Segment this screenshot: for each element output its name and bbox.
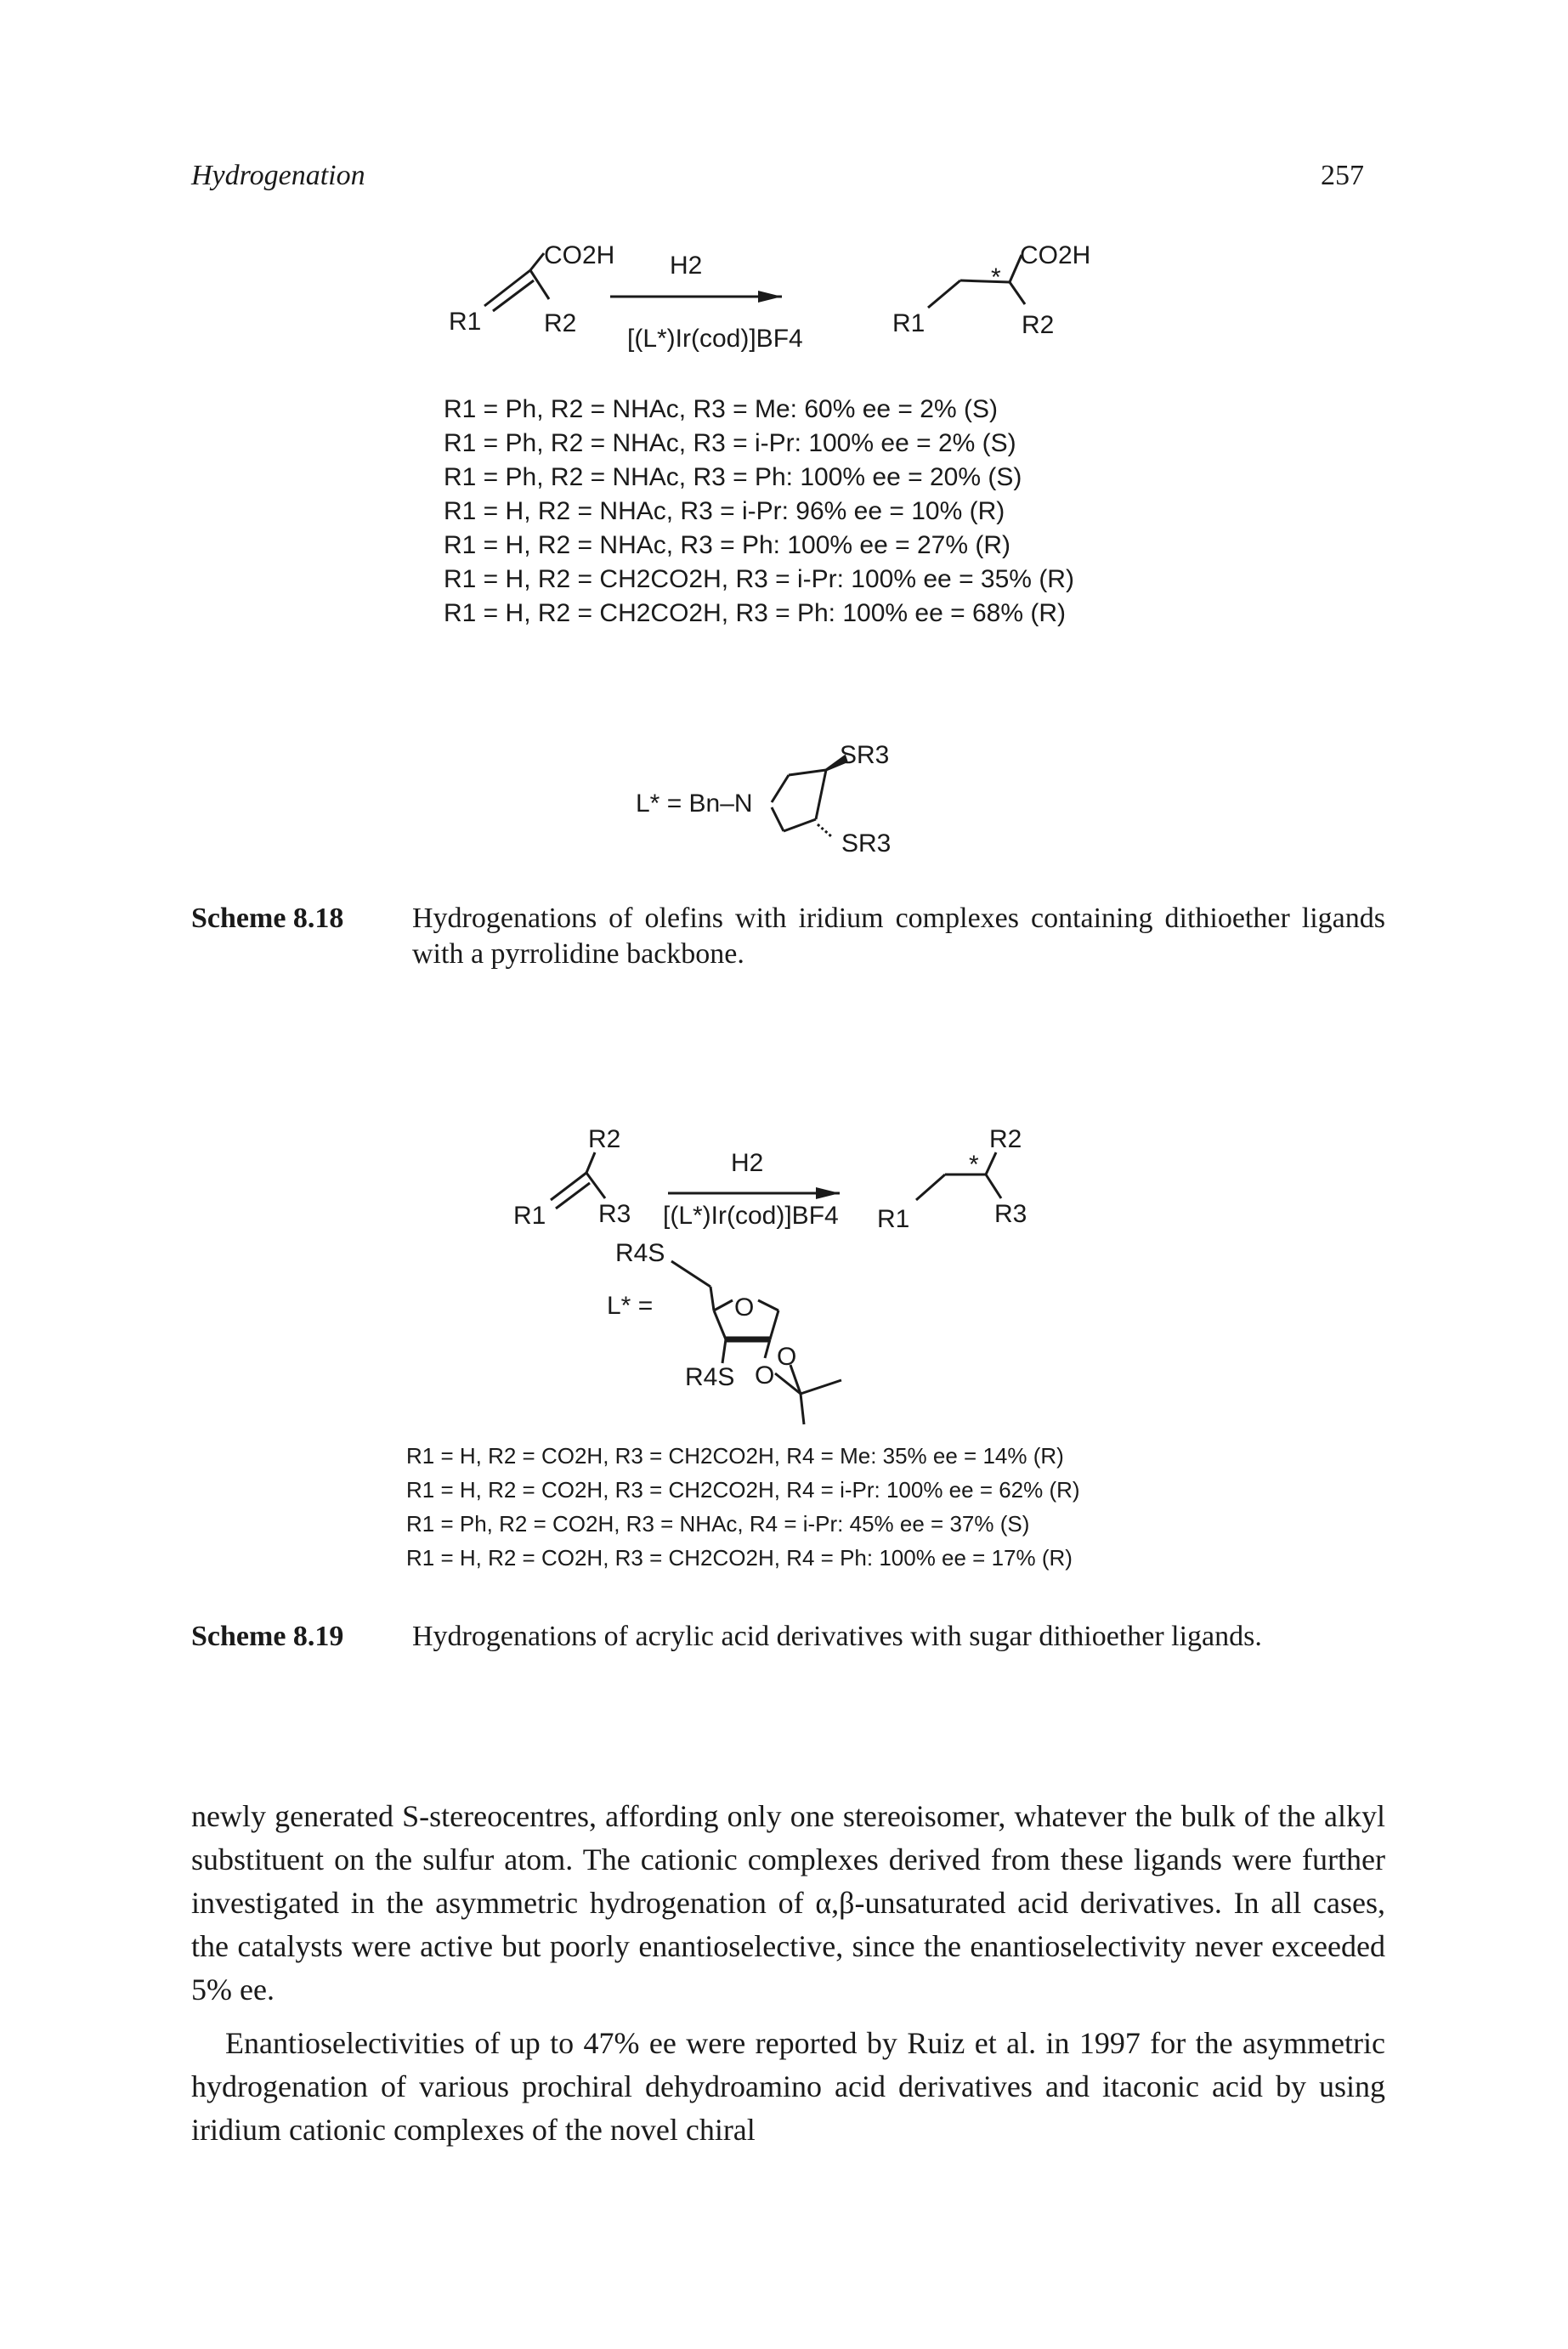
ligand-sr3-bottom: SR3 [841,829,891,858]
paragraph: Enantioselectivities of up to 47% ee wer… [191,2026,1385,2147]
paragraph: newly generated S-stereocentres, affordi… [191,1799,1385,2007]
result-row: R1 = Ph, R2 = NHAc, R3 = Me: 60% ee = 2%… [444,395,998,423]
scheme-8-19-caption: Scheme 8.19 Hydrogenations of acrylic ac… [191,1619,1385,1660]
product-r1-label: R1 [877,1205,909,1233]
reactant-structure: CO2H R1 R2 [449,241,614,337]
product-r2-label: R2 [1022,311,1054,339]
scheme-8-19-reaction: R2 R1 R3 H2 [(L*)Ir(cod)]BF4 * R2 R1 R3 … [513,1125,1027,1425]
reagent-h2: H2 [731,1149,763,1177]
ligand-prefix: L* = [607,1292,653,1320]
product-stereo-mark: * [991,263,1001,292]
caption-label: Scheme 8.19 [191,1621,344,1652]
scheme-8-19-results: R1 = H, R2 = CO2H, R3 = CH2CO2H, R4 = Me… [406,1439,1080,1575]
reagent-catalyst: [(L*)Ir(cod)]BF4 [627,325,803,353]
acetonide-o-right: O [777,1343,796,1371]
result-row: R1 = H, R2 = CH2CO2H, R3 = Ph: 100% ee =… [444,599,1066,627]
reaction-arrow: H2 [(L*)Ir(cod)]BF4 [610,252,803,353]
ligand-sr4-top: R4S [615,1239,665,1267]
result-row: R1 = H, R2 = CH2CO2H, R3 = i-Pr: 100% ee… [444,565,1074,593]
page-number: 257 [1321,160,1364,191]
product-co2h-label: CO2H [1020,241,1090,269]
product-stereo-mark: * [969,1151,979,1179]
caption-label: Scheme 8.18 [191,903,344,934]
product-r1-label: R1 [892,309,925,337]
reagent-h2: H2 [670,252,702,280]
reactant-r1-label: R1 [449,308,481,336]
reactant-r2-label: R2 [588,1125,620,1153]
pyrrolidine-ligand: L* = Bn–N SR3 SR3 [636,741,891,858]
result-row: R1 = Ph, R2 = CO2H, R3 = NHAc, R4 = i-Pr… [406,1511,1030,1537]
reactant-r3-label: R3 [598,1200,631,1228]
body-text: newly generated S-stereocentres, affordi… [191,1795,1385,2152]
ligand-sr4-bottom: R4S [685,1363,734,1391]
ligand-sr3-top: SR3 [840,741,889,769]
reactant-co2h-label: CO2H [544,241,614,269]
product-r2-label: R2 [989,1125,1022,1153]
acetonide-o-left: O [755,1361,774,1390]
result-row: R1 = H, R2 = NHAc, R3 = Ph: 100% ee = 27… [444,531,1010,559]
scheme-8-18-results: R1 = Ph, R2 = NHAc, R3 = Me: 60% ee = 2%… [444,393,1074,631]
product-r3-label: R3 [994,1200,1027,1228]
result-row: R1 = Ph, R2 = NHAc, R3 = Ph: 100% ee = 2… [444,463,1022,491]
ligand-prefix: L* = Bn–N [636,790,753,818]
product-structure: * R2 R1 R3 [877,1125,1027,1233]
reactant-structure: R2 R1 R3 [513,1125,631,1230]
scheme-8-18-caption: Scheme 8.18 Hydrogenations of olefins wi… [191,901,1385,977]
product-structure: * CO2H R1 R2 [892,241,1090,339]
result-row: R1 = H, R2 = CO2H, R3 = CH2CO2H, R4 = Me… [406,1443,1064,1469]
reactant-r1-label: R1 [513,1202,546,1230]
reactant-r2-label: R2 [544,309,576,337]
result-row: R1 = Ph, R2 = NHAc, R3 = i-Pr: 100% ee =… [444,429,1016,457]
result-row: R1 = H, R2 = CO2H, R3 = CH2CO2H, R4 = Ph… [406,1545,1073,1571]
scheme-8-18-reaction: CO2H R1 R2 H2 [(L*)Ir(cod)]BF4 * CO2H R1… [449,241,1090,858]
result-row: R1 = H, R2 = NHAc, R3 = i-Pr: 96% ee = 1… [444,497,1005,525]
reagent-catalyst: [(L*)Ir(cod)]BF4 [663,1202,839,1230]
sugar-ligand: L* = R4S O R4S O O [607,1239,842,1425]
caption-text: Hydrogenations of olefins with iridium c… [412,903,1385,970]
ring-oxygen: O [734,1293,754,1322]
caption-text: Hydrogenations of acrylic acid derivativ… [412,1621,1262,1652]
result-row: R1 = H, R2 = CO2H, R3 = CH2CO2H, R4 = i-… [406,1477,1080,1503]
running-head: Hydrogenation [191,160,365,191]
reaction-arrow: H2 [(L*)Ir(cod)]BF4 [663,1149,840,1230]
